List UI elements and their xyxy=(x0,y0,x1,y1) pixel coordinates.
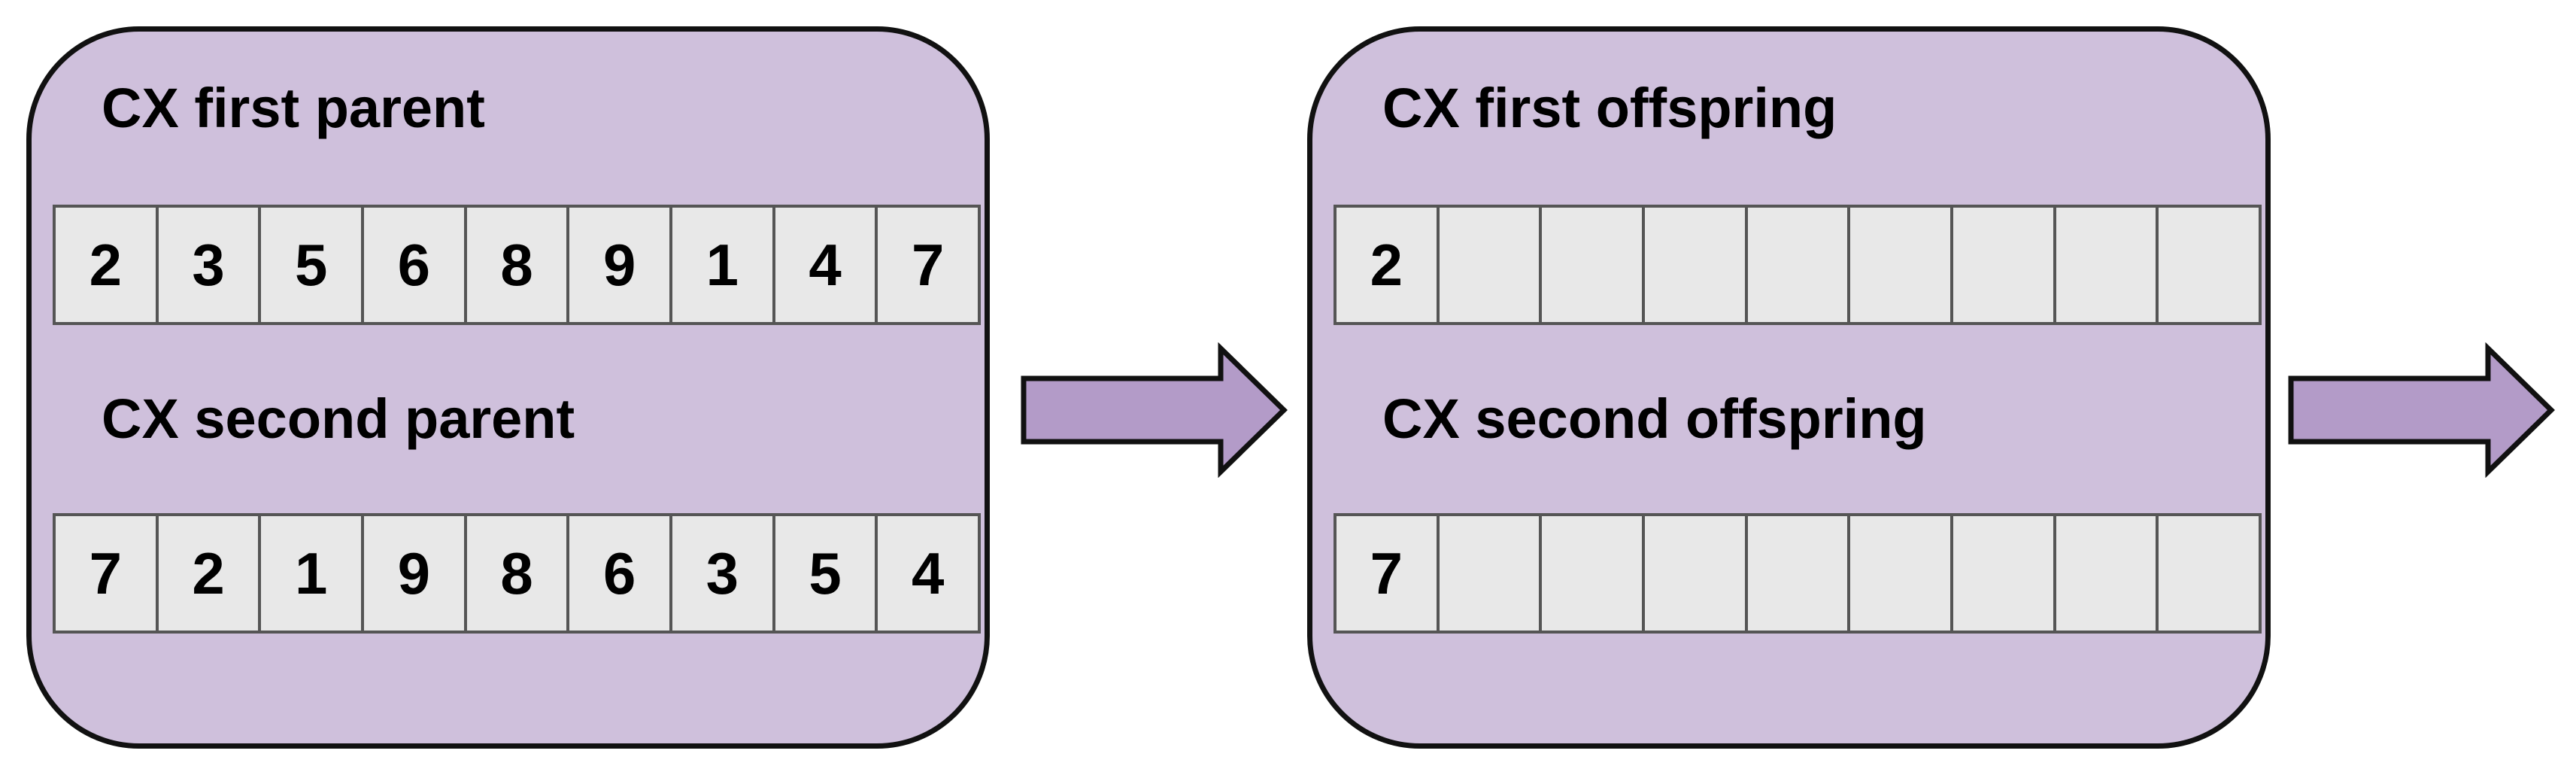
first-parent-cell-4: 6 xyxy=(364,208,467,322)
second-offspring-cell-1: 7 xyxy=(1337,516,1440,631)
first-parent-cell-3: 5 xyxy=(261,208,365,322)
second-parent-cell-2: 2 xyxy=(158,516,262,631)
first-offspring-cell-8 xyxy=(2056,208,2159,322)
first-parent-array: 2 3 5 6 8 9 1 4 7 xyxy=(53,205,981,325)
first-offspring-array: 2 xyxy=(1334,205,2262,325)
second-parent-cell-5: 8 xyxy=(466,516,570,631)
first-parent-cell-5: 8 xyxy=(466,208,570,322)
first-parent-cell-6: 9 xyxy=(569,208,673,322)
second-parent-cell-8: 5 xyxy=(775,516,878,631)
offspring-panel: CX first offspring 2 CX second offspring… xyxy=(1307,26,2271,749)
right-arrow-icon xyxy=(2288,342,2556,478)
second-parent-array: 7 2 1 9 8 6 3 5 4 xyxy=(53,513,981,634)
second-offspring-label: CX second offspring xyxy=(1382,387,1927,450)
first-offspring-cell-5 xyxy=(1747,208,1851,322)
first-parent-cell-9: 7 xyxy=(878,208,979,322)
first-parent-cell-1: 2 xyxy=(56,208,159,322)
second-parent-cell-6: 6 xyxy=(569,516,673,631)
first-offspring-cell-2 xyxy=(1439,208,1543,322)
second-parent-label: CX second parent xyxy=(102,387,575,450)
first-offspring-cell-4 xyxy=(1645,208,1748,322)
first-offspring-cell-3 xyxy=(1542,208,1646,322)
second-parent-cell-1: 7 xyxy=(56,516,159,631)
second-offspring-cell-7 xyxy=(1953,516,2056,631)
first-offspring-label: CX first offspring xyxy=(1382,77,1837,139)
second-offspring-cell-4 xyxy=(1645,516,1748,631)
second-parent-cell-3: 1 xyxy=(261,516,365,631)
first-parent-cell-8: 4 xyxy=(775,208,878,322)
second-offspring-cell-2 xyxy=(1439,516,1543,631)
second-parent-cell-7: 3 xyxy=(672,516,775,631)
first-parent-cell-2: 3 xyxy=(158,208,262,322)
second-offspring-cell-9 xyxy=(2159,516,2259,631)
first-parent-cell-7: 1 xyxy=(672,208,775,322)
second-offspring-cell-5 xyxy=(1747,516,1851,631)
second-offspring-cell-3 xyxy=(1542,516,1646,631)
second-offspring-array: 7 xyxy=(1334,513,2262,634)
first-parent-label: CX first parent xyxy=(102,77,485,139)
first-offspring-cell-9 xyxy=(2159,208,2259,322)
second-offspring-cell-6 xyxy=(1850,516,1954,631)
second-parent-cell-9: 4 xyxy=(878,516,979,631)
second-parent-cell-4: 9 xyxy=(364,516,467,631)
first-offspring-cell-1: 2 xyxy=(1337,208,1440,322)
parents-panel: CX first parent 2 3 5 6 8 9 1 4 7 CX sec… xyxy=(26,26,990,749)
right-arrow-icon xyxy=(1021,342,1288,478)
first-offspring-cell-6 xyxy=(1850,208,1954,322)
second-offspring-cell-8 xyxy=(2056,516,2159,631)
first-offspring-cell-7 xyxy=(1953,208,2056,322)
